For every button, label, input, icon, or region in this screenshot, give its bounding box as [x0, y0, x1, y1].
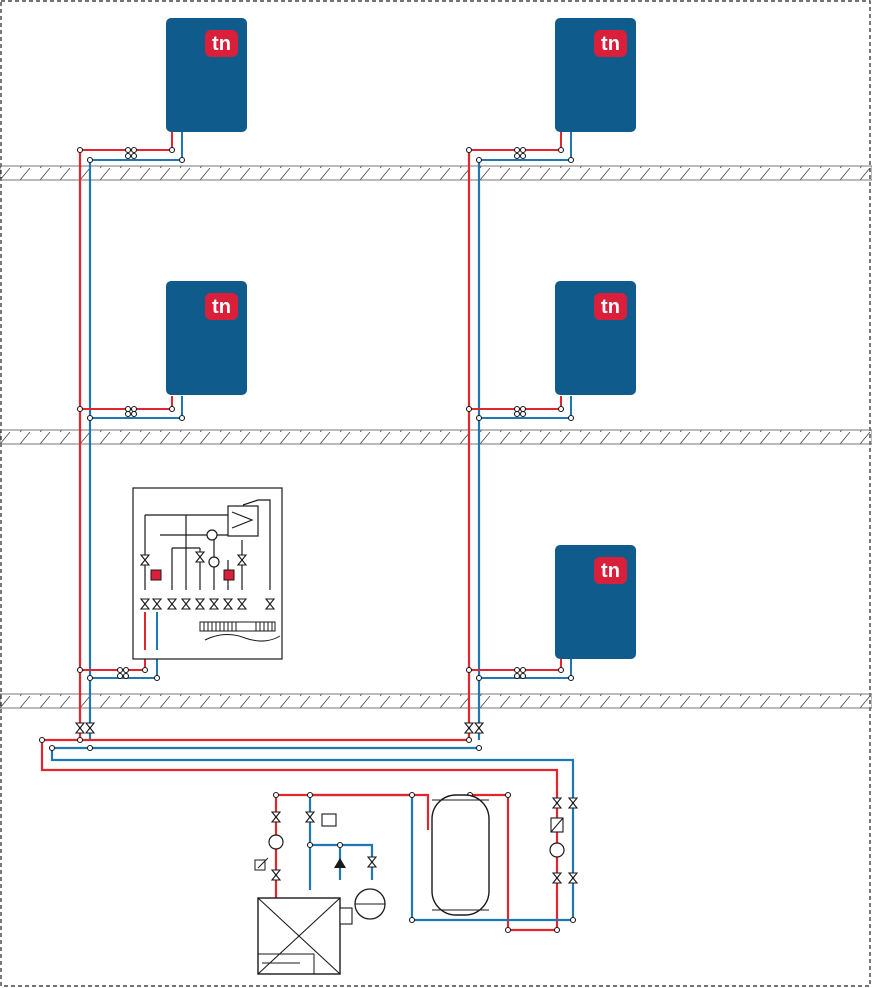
unit-logo: tn [601, 33, 620, 55]
riser-base-valves [75, 722, 484, 734]
underfloor-coil [199, 621, 281, 642]
pipe-junctions [76, 146, 575, 682]
pump-icon [268, 834, 284, 850]
pump-icon [206, 529, 218, 541]
floor-slab-3 [0, 693, 872, 709]
pump-icon [208, 556, 220, 568]
left-riser [78, 150, 92, 740]
heat-exchanger-icon [227, 505, 259, 537]
heat-unit-floor3-right: tn [555, 18, 636, 132]
meter-icon [150, 569, 162, 581]
unit-logo: tn [601, 296, 620, 318]
boiler-icon [257, 897, 353, 975]
unit-branch-floor1-right [469, 659, 572, 679]
heat-unit-floor3-left: tn [166, 18, 247, 132]
unit-logo: tn [601, 560, 620, 582]
safety-valve-icon [254, 857, 269, 871]
meter-icon [223, 569, 235, 581]
mixer-icon [321, 813, 337, 827]
pump-icon [549, 842, 565, 858]
floor-slab-2 [0, 429, 872, 445]
heat-unit-floor2-right: tn [555, 281, 636, 395]
tank-icon [431, 794, 490, 916]
heat-unit-floor2-left: tn [166, 281, 247, 395]
floor-slab-1 [0, 165, 872, 181]
right-riser [467, 150, 481, 740]
unit-branch-floor2-right [469, 396, 572, 419]
unit-logo: tn [212, 296, 231, 318]
expansion-vessel-icon [354, 888, 386, 920]
heat-unit-floor1-right: tn [555, 545, 636, 659]
unit-branch-floor2-left [80, 396, 183, 419]
check-valve-icon [334, 858, 346, 868]
loading-pump-group [549, 797, 578, 884]
boiler-pump-group [254, 811, 377, 881]
unit-logo: tn [212, 33, 231, 55]
distribution-station [132, 487, 283, 660]
